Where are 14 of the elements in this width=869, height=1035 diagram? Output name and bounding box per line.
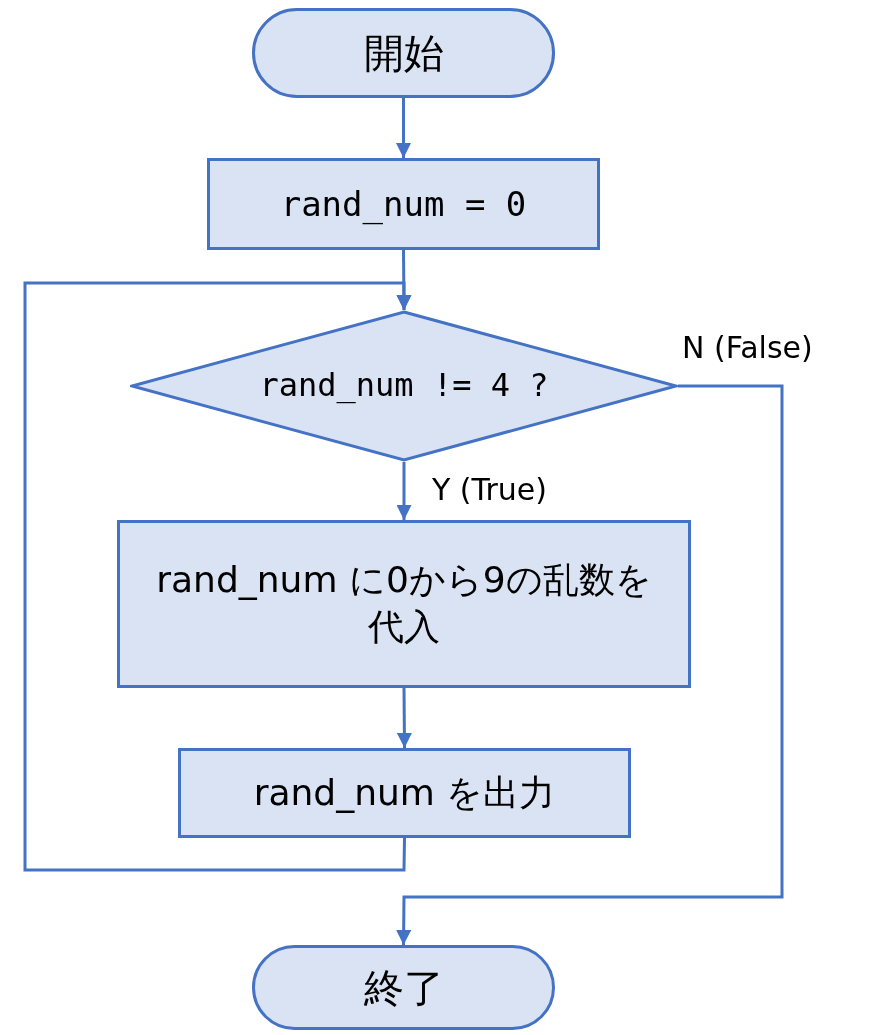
process-box bbox=[207, 158, 600, 250]
node-text: 開始 bbox=[363, 29, 444, 78]
arrow bbox=[396, 462, 412, 520]
arrow bbox=[396, 98, 411, 158]
node-text: rand_num に0から9の乱数を代入 bbox=[155, 558, 653, 649]
process-box bbox=[178, 748, 631, 838]
node-text: rand_num を出力 bbox=[253, 770, 556, 815]
node-text: 終了 bbox=[363, 963, 444, 1013]
arrow bbox=[396, 688, 412, 748]
node-text: rand_num = 0 bbox=[280, 182, 527, 227]
arrow bbox=[396, 384, 784, 945]
node-text: rand_num != 4 ? bbox=[259, 365, 549, 407]
decision-diamond bbox=[130, 310, 678, 462]
process-box bbox=[117, 520, 691, 688]
